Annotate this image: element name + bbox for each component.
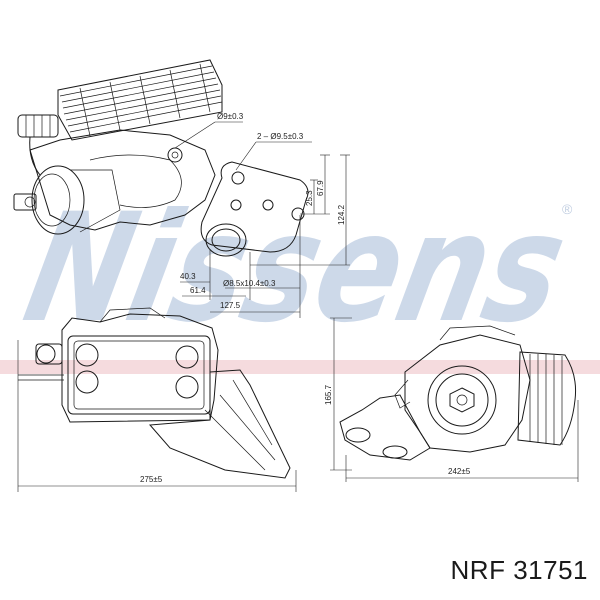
side-filter-cap bbox=[427, 365, 497, 435]
dim-slot: Ø8.5x10.4±0.3 bbox=[223, 279, 276, 288]
front-view: 275±5 bbox=[17, 307, 297, 492]
filter-cap bbox=[13, 165, 121, 235]
part-number: NRF 31751 bbox=[450, 555, 588, 585]
dim-height-total: 124.2 bbox=[337, 204, 346, 225]
hose-connector bbox=[17, 114, 59, 176]
side-cooler-fins bbox=[517, 351, 576, 446]
top-view: Ø9±0.3 2 – Ø9.5±0.3 25.3 67.9 124.2 40.3… bbox=[13, 59, 350, 318]
cooler-stack bbox=[57, 59, 223, 141]
watermark-band bbox=[0, 360, 600, 374]
dim-side-width: 242±5 bbox=[448, 467, 471, 476]
dim-width-b: 61.4 bbox=[190, 286, 206, 295]
bolt bbox=[167, 147, 183, 163]
dim-height-mid: 67.9 bbox=[316, 180, 325, 196]
dim-width-total: 127.5 bbox=[220, 301, 241, 310]
top-view-dimensions bbox=[174, 121, 350, 318]
watermark-registered-mark: ® bbox=[562, 201, 573, 217]
watermark-text: Nissens bbox=[12, 181, 579, 356]
dim-height-small: 25.3 bbox=[305, 190, 314, 206]
dim-width-a: 40.3 bbox=[180, 272, 196, 281]
dim-side-height: 165.7 bbox=[324, 384, 333, 405]
mounting-flange bbox=[200, 161, 309, 257]
dim-front-width: 275±5 bbox=[140, 475, 163, 484]
front-hose-connector bbox=[18, 343, 64, 381]
dim-bolt-dia: Ø9±0.3 bbox=[217, 112, 244, 121]
side-view: 165.7 242±5 bbox=[324, 317, 579, 482]
dim-two-holes: 2 – Ø9.5±0.3 bbox=[257, 132, 304, 141]
